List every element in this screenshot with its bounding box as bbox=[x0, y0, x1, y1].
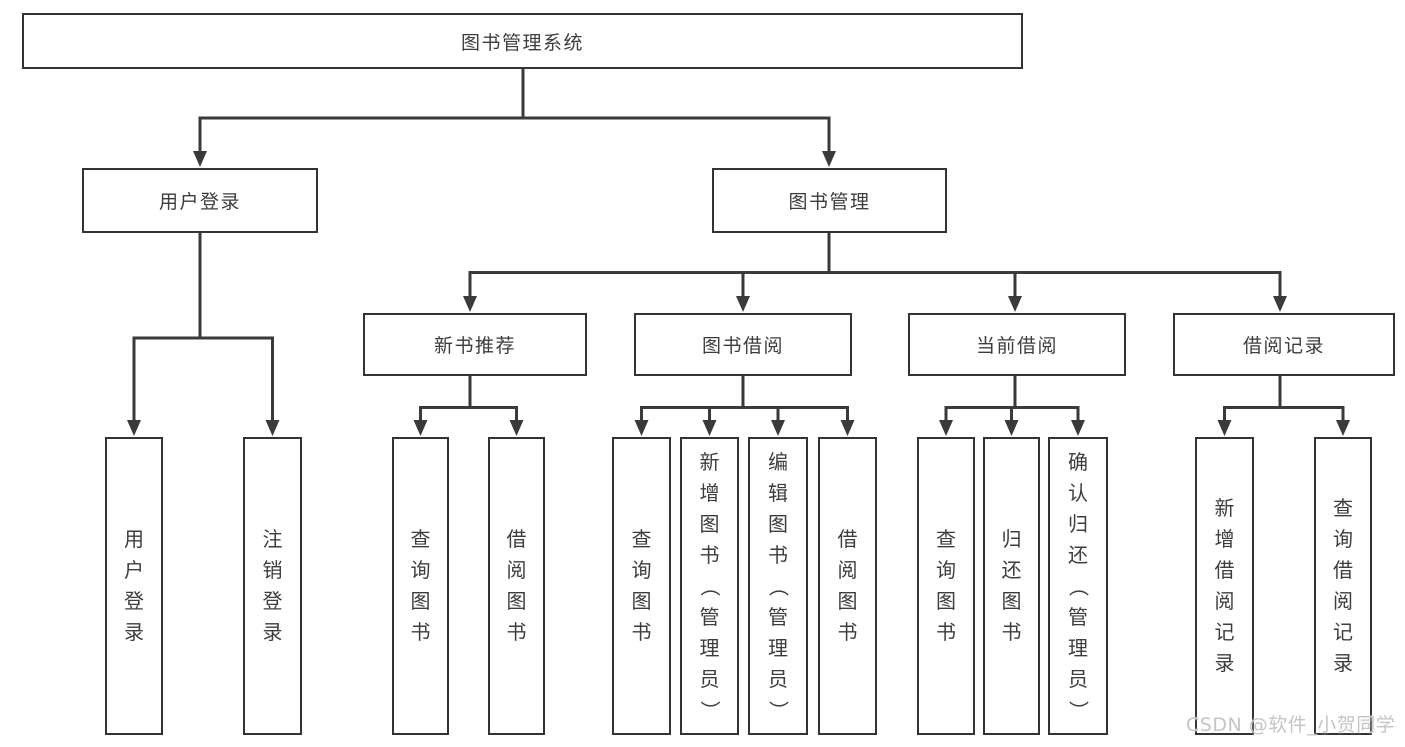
node-root-label: 图书管理系统 bbox=[460, 31, 584, 54]
leaf-query-books-borrow: 查询图书 bbox=[612, 437, 671, 735]
node-new-book-recommend: 新书推荐 bbox=[363, 313, 587, 376]
node-new-book-recommend-label: 新书推荐 bbox=[433, 335, 516, 357]
leaf-return-book: 归还图书 bbox=[983, 437, 1040, 735]
leaf-query-borrow-record: 查询借阅记录 bbox=[1314, 437, 1372, 735]
leaf-edit-book-admin: 编辑图书（管理员） bbox=[748, 437, 808, 735]
leaf-add-borrow-record: 新增借阅记录 bbox=[1195, 437, 1254, 735]
node-current-borrow: 当前借阅 bbox=[908, 313, 1126, 376]
node-user-login: 用户登录 bbox=[82, 168, 318, 233]
node-user-login-label: 用户登录 bbox=[158, 191, 241, 213]
node-borrow-records-label: 借阅记录 bbox=[1242, 335, 1325, 357]
leaf-query-books-recommend: 查询图书 bbox=[392, 437, 449, 735]
node-book-borrow-label: 图书借阅 bbox=[701, 335, 784, 357]
node-book-management: 图书管理 bbox=[712, 168, 947, 233]
leaf-logout: 注销登录 bbox=[243, 437, 302, 735]
leaf-borrow-books-recommend: 借阅图书 bbox=[488, 437, 545, 735]
node-root-library-system: 图书管理系统 bbox=[22, 13, 1023, 69]
leaf-user-login: 用户登录 bbox=[105, 437, 163, 735]
node-book-borrow: 图书借阅 bbox=[634, 313, 852, 376]
leaf-query-books-current: 查询图书 bbox=[917, 437, 975, 735]
csdn-watermark: CSDN @软件_小贺同学 bbox=[1186, 714, 1396, 736]
node-current-borrow-label: 当前借阅 bbox=[975, 335, 1058, 357]
leaf-borrow-books: 借阅图书 bbox=[818, 437, 877, 735]
node-borrow-records: 借阅记录 bbox=[1173, 313, 1395, 376]
leaf-confirm-return-admin: 确认归还（管理员） bbox=[1048, 437, 1108, 735]
node-book-management-label: 图书管理 bbox=[788, 191, 871, 213]
leaf-add-book-admin: 新增图书（管理员） bbox=[680, 437, 739, 735]
